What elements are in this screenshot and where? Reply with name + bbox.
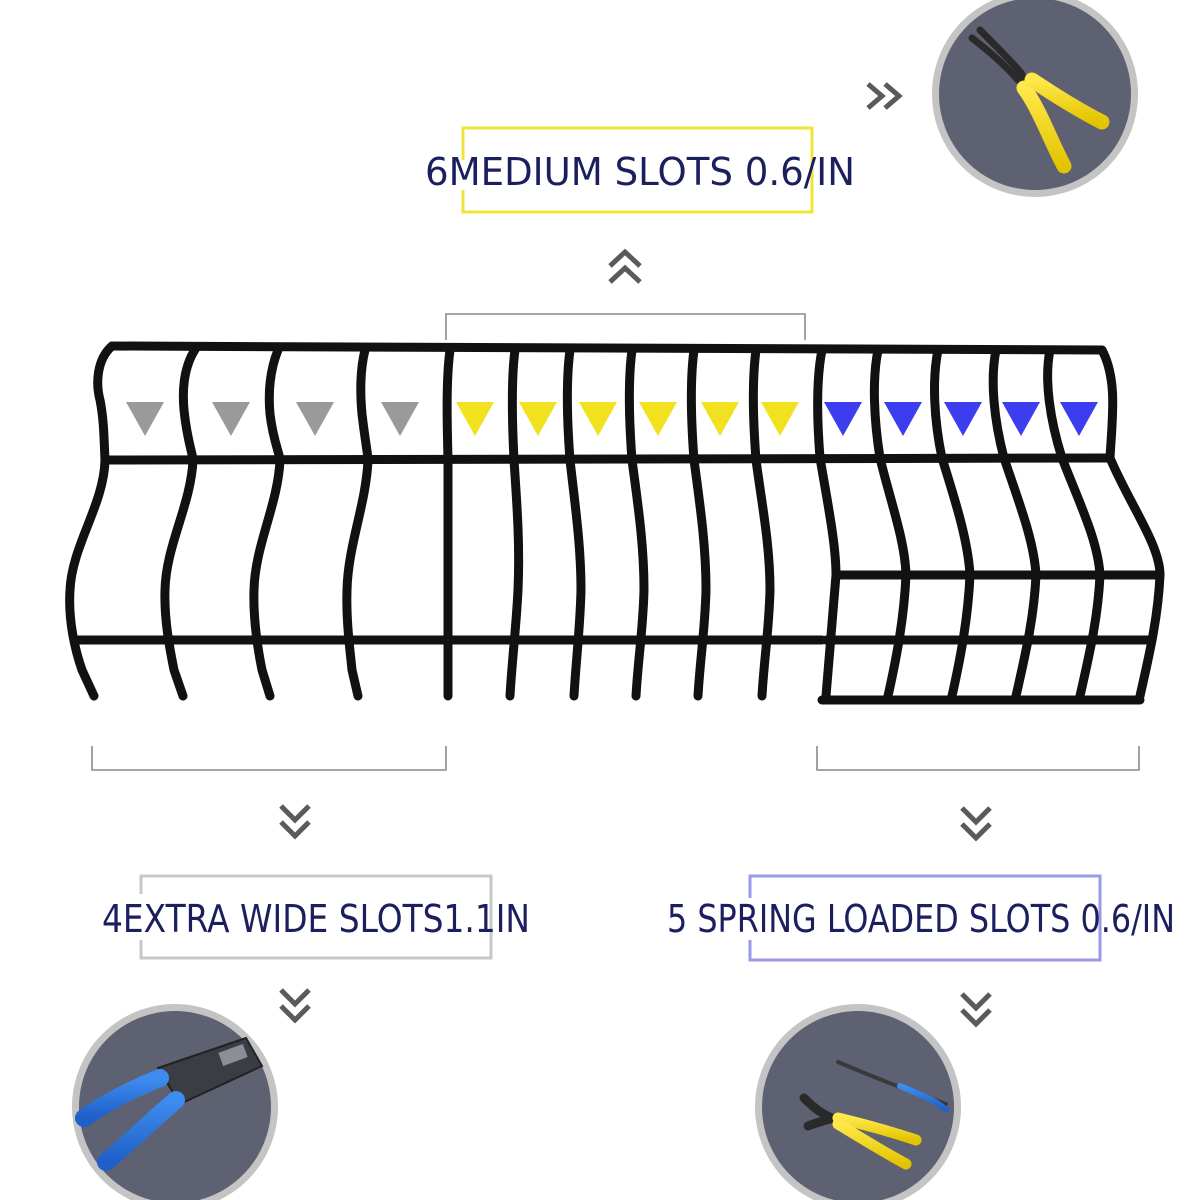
spring-slot-marker <box>884 402 922 436</box>
spring-slot-marker <box>1002 402 1040 436</box>
crimping-tool-icon <box>75 1036 264 1171</box>
medium-slot-marker <box>579 402 617 436</box>
cutters-and-pliers-photo <box>755 1004 961 1200</box>
rack-wire <box>562 345 586 701</box>
chevron-up-icon <box>608 248 642 284</box>
spring-slot-marker <box>944 402 982 436</box>
rack-wire <box>249 345 285 701</box>
rack-wire <box>505 345 524 701</box>
medium-slot-marker <box>519 402 557 436</box>
wide-slot-marker <box>296 402 334 436</box>
rack-wire <box>442 345 455 701</box>
medium-slots-bracket <box>445 313 806 340</box>
crimping-tool-photo <box>72 1004 278 1200</box>
wide-slots-label: 4EXTRA WIDE SLOTS1.1IN <box>102 897 530 941</box>
medium-slots-label: 6MEDIUM SLOTS 0.6/IN <box>425 150 855 194</box>
rack-wire <box>748 345 775 701</box>
medium-slot-marker <box>456 402 494 436</box>
spring-slots-bracket <box>816 746 1140 771</box>
wide-label-frame <box>139 874 493 960</box>
chevron-right-icon <box>866 82 903 110</box>
wide-slot-marker <box>381 402 419 436</box>
medium-slot-marker <box>701 402 739 436</box>
rack-wire <box>160 343 201 701</box>
spring-slots-label: 5 SPRING LOADED SLOTS 0.6/IN <box>667 897 1175 941</box>
wide-slot-marker <box>126 402 164 436</box>
rack-wire <box>342 345 373 701</box>
needle-nose-pliers-icon <box>968 26 1110 174</box>
rack-wire <box>813 345 841 701</box>
needle-nose-pliers-photo <box>932 0 1138 197</box>
medium-slot-marker <box>761 402 799 436</box>
cutters-and-pliers-icon <box>799 1060 949 1170</box>
rack-wire <box>686 345 711 701</box>
slot-markers <box>126 402 1098 436</box>
wire-rack <box>65 341 1165 705</box>
chevron-down-icon <box>960 992 992 1028</box>
spring-label-frame <box>748 874 1102 962</box>
chevron-down-icon <box>960 806 992 842</box>
rack-top-rail <box>107 341 1107 355</box>
spring-slot-marker <box>1060 402 1098 436</box>
rack-middle-rail <box>100 453 1115 465</box>
rack-wire <box>624 345 649 701</box>
chevron-down-icon <box>279 988 311 1024</box>
chevron-down-icon <box>279 804 311 840</box>
rack-wire <box>65 341 117 701</box>
medium-slot-marker <box>639 402 677 436</box>
medium-label-frame <box>461 126 814 214</box>
wide-slots-bracket <box>91 746 447 771</box>
wide-slot-marker <box>212 402 250 436</box>
spring-slot-marker <box>824 402 862 436</box>
